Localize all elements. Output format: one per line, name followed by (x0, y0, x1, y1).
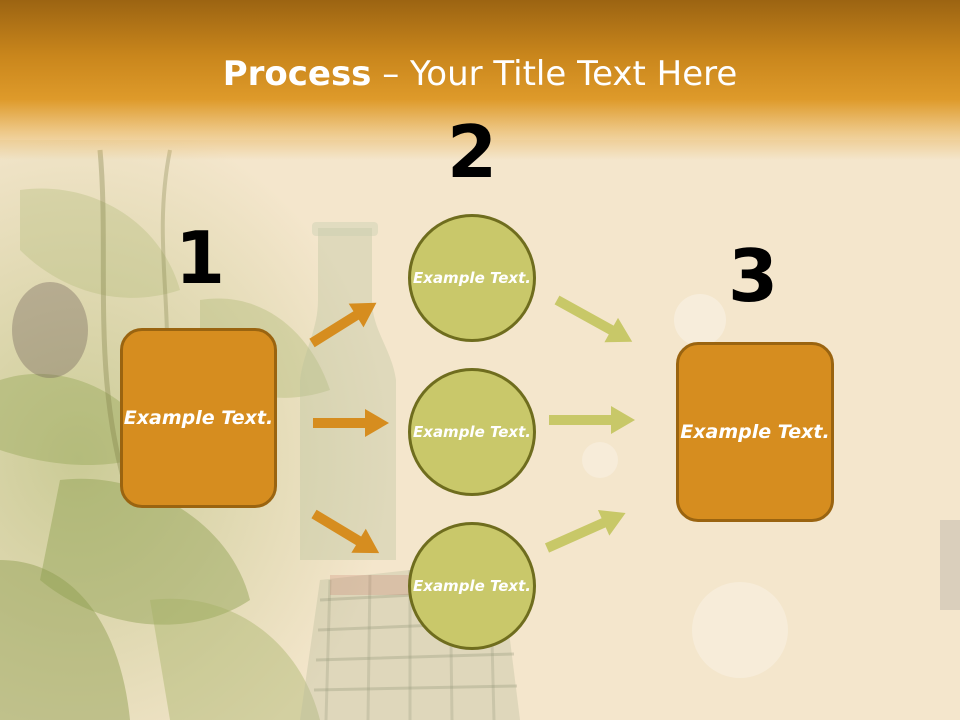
arrow-middle-to-step3 (549, 406, 635, 434)
slide-title: Process – Your Title Text Here (0, 50, 960, 98)
slide-title-bold: Process (222, 54, 372, 94)
arrow-step1-to-middle (313, 409, 389, 437)
step-number-2: 2 (446, 110, 498, 194)
step-number-1: 1 (174, 216, 226, 300)
step-3-label: Example Text. (680, 420, 830, 443)
step-2-circle-bottom: Example Text. (408, 522, 536, 650)
step-1-box: Example Text. (120, 328, 277, 508)
arrow-step1-to-top (309, 302, 377, 348)
step-number-3: 3 (727, 234, 779, 318)
arrow-step1-to-bottom (311, 509, 380, 554)
step-3-box: Example Text. (676, 342, 834, 522)
step-2-circle-bottom-label: Example Text. (413, 576, 531, 595)
step-1-label: Example Text. (123, 406, 274, 429)
step-2-circle-middle: Example Text. (408, 368, 536, 496)
arrow-bottom-to-step3 (544, 509, 626, 553)
step-2-circle-middle-label: Example Text. (413, 422, 531, 441)
title-bar (0, 0, 960, 160)
slide-title-rest: – Your Title Text Here (371, 54, 738, 94)
arrow-top-to-step3 (554, 295, 633, 343)
step-2-circle-top-label: Example Text. (413, 268, 531, 287)
step-2-circle-top: Example Text. (408, 214, 536, 342)
